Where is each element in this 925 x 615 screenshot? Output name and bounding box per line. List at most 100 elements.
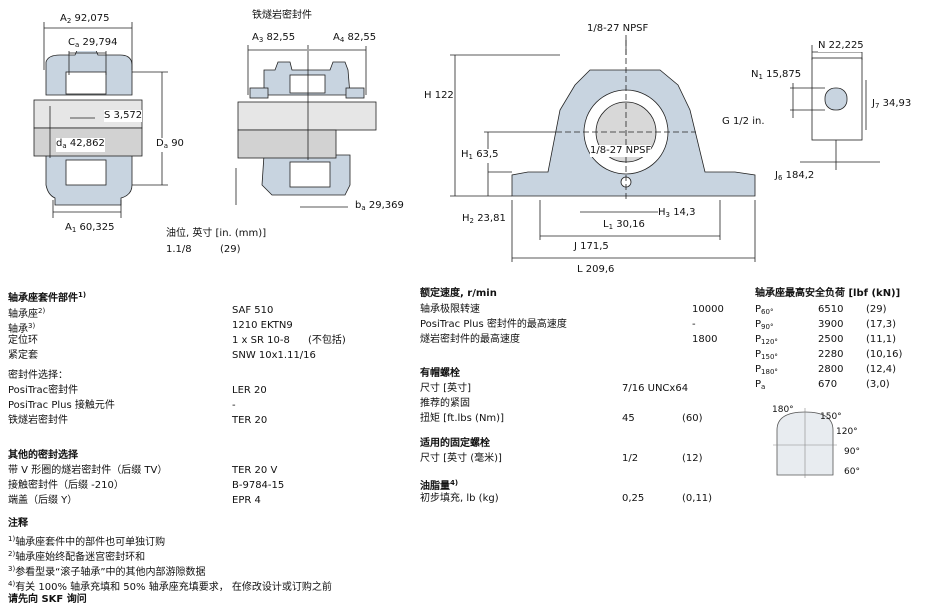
technical-drawings [33,22,880,262]
grease-label: 初步填充, lb (kg) [420,493,499,504]
dim-a4-value: 82,55 [347,32,377,43]
load-lbf: 2280 [818,349,844,360]
left-section-drawing [33,22,168,218]
angle-90: 90° [844,447,860,457]
dim-n: N 22,225 [818,40,864,52]
dim-n1: N1 15,875 [751,69,802,83]
oil-level-label: 油位, 英寸 [in. (mm)] [166,228,267,239]
dim-a3: A3 82,55 [252,32,296,46]
speed-value: - [692,319,696,330]
dim-j6: J6 184,2 [775,170,815,184]
speed-title: 额定速度, r/min [420,288,497,299]
dim-da-value: 42,862 [69,138,105,149]
dim-a3-value: 82,55 [266,32,296,43]
dim-Da: Da 90 [156,138,184,152]
speed-value: 1800 [692,334,718,345]
oil-level-mm: (29) [220,244,241,255]
dim-ba-value: 29,369 [368,200,404,211]
dim-ba: ba 29,369 [355,200,404,214]
notes-title: 注释 [8,518,28,529]
load-lbf: 6510 [818,304,844,315]
kit-row-label: 定位环 [8,335,38,346]
load-kn: (12,4) [866,364,897,375]
cap-bolts-torque-label2: 扭矩 [ft.lbs (Nm)] [420,413,504,424]
dim-l1-value: 30,16 [616,219,645,230]
cap-bolts-size-label: 尺寸 [英寸] [420,383,471,394]
seal-value: - [232,400,236,411]
dim-l-value: 209,6 [585,264,615,275]
dim-Da-value: 90 [171,138,184,149]
seal-value: LER 20 [232,385,267,396]
dim-j: J 171,5 [574,241,609,253]
grease-title: 油脂量4) [420,479,459,492]
dim-h2: H2 23,81 [462,213,506,227]
dim-a1-value: 60,325 [79,222,115,233]
speed-label: 轴承极限转速 [420,304,480,315]
dim-j7: J7 34,93 [872,98,912,112]
load-label: P90° [755,319,774,331]
cap-bolts-torque-metric: (60) [682,413,703,424]
grease-value: 0,25 [622,493,645,504]
attach-bolts-metric: (12) [682,453,703,464]
notes-footer: 请先向 SKF 询问 [8,594,87,605]
note-item: 4)有关 100% 轴承充填和 50% 轴承座充填要求， 在修改设计或订购之前 [8,580,332,593]
load-lbf: 2800 [818,364,844,375]
dim-a4: A4 82,55 [333,32,377,46]
taconite-seal-title: 铁燧岩密封件 [252,10,312,21]
other-seal-label: 带 V 形圈的燧岩密封件（后缀 TV） [8,465,168,476]
dim-h: H 122 [424,90,454,102]
angle-60: 60° [844,467,860,477]
loads-title: 轴承座最高安全负荷 [lbf (kN)] [755,288,901,299]
dim-j6-value: 184,2 [785,170,815,181]
oil-level-inch: 1.1/8 [166,244,192,255]
dim-h1: H1 63,5 [461,149,499,163]
speed-label: PosiTrac Plus 密封件的最高速度 [420,319,567,330]
note-item: 1)轴承座套件中的部件也可单独订购 [8,535,166,548]
kit-title: 轴承座套件部件1) [8,291,87,304]
npsf-top: 1/8-27 NPSF [587,23,649,35]
kit-row-extra: (不包括) [308,335,346,346]
other-seal-value: EPR 4 [232,495,261,506]
dim-ca-value: 29,794 [82,37,118,48]
npsf-mid: 1/8-27 NPSF [590,145,652,157]
kit-row-label: 轴承座2) [8,307,46,320]
load-label: P180° [755,364,778,376]
other-seals-title: 其他的密封选择 [8,450,78,461]
load-label: P120° [755,334,778,346]
note-item: 2)轴承座始终配备迷宫密封环和 [8,550,146,563]
load-lbf: 3900 [818,319,844,330]
dim-n1-value: 15,875 [766,69,802,80]
speed-label: 燧岩密封件的最高速度 [420,334,520,345]
dim-da: da 42,862 [56,138,105,152]
load-kn: (29) [866,304,887,315]
cap-bolts-torque-value: 45 [622,413,635,424]
dim-l1: L1 30,16 [603,219,645,233]
dim-j7-value: 34,93 [882,98,912,109]
dim-g-value: 1/2 in. [732,116,765,127]
load-kn: (3,0) [866,379,890,390]
cap-bolts-torque-label1: 推荐的紧固 [420,398,470,409]
other-seal-label: 端盖（后缀 Y） [8,495,78,506]
kit-row-value: SNW 10x1.11/16 [232,350,316,361]
attach-bolts-label: 尺寸 [英寸 (毫米)] [420,453,502,464]
load-lbf: 670 [818,379,838,390]
seal-label: PosiTrac密封件 [8,385,79,396]
grease-metric: (0,11) [682,493,713,504]
kit-row-label: 轴承3) [8,322,36,335]
angle-180: 180° [772,405,794,415]
dim-g: G 1/2 in. [722,116,765,128]
dim-a1: A1 60,325 [65,222,115,236]
load-kn: (10,16) [866,349,903,360]
dim-h1-value: 63,5 [476,149,499,160]
angle-120: 120° [836,427,858,437]
dim-ca: Ca 29,794 [68,37,118,51]
load-label: Pa [755,379,766,391]
dim-h3: H3 14,3 [658,207,696,221]
dim-j-value: 171,5 [580,241,609,252]
dim-h2-value: 23,81 [477,213,506,224]
load-lbf: 2500 [818,334,844,345]
dim-s-value: 3,572 [113,110,143,121]
kit-row-value: 1 x SR 10-8 [232,335,290,346]
load-direction-diagram [773,408,837,478]
